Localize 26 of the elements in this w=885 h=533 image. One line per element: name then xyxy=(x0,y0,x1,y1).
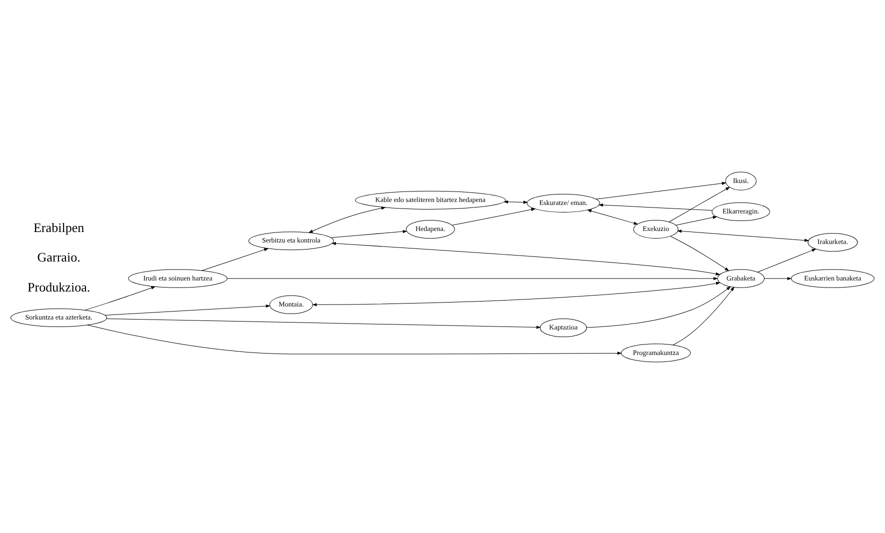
arrow xyxy=(670,235,730,271)
arrow xyxy=(503,200,528,204)
arrow xyxy=(596,181,726,199)
arrow xyxy=(106,318,541,328)
arrow xyxy=(757,248,816,272)
arrow xyxy=(104,304,270,315)
arrow xyxy=(452,208,536,225)
arrow xyxy=(676,215,718,225)
label: Produkzioa. xyxy=(27,278,90,294)
arrow xyxy=(330,229,408,238)
label: Erabilpen xyxy=(33,219,84,234)
arrow xyxy=(312,281,721,306)
arrow xyxy=(598,202,713,210)
arrow xyxy=(84,286,156,310)
arrow xyxy=(764,276,792,280)
arrow xyxy=(668,186,730,222)
label: Garraio. xyxy=(37,249,80,264)
arrow xyxy=(586,286,731,328)
arrow xyxy=(672,286,734,345)
arrow xyxy=(308,206,386,232)
arrow xyxy=(87,324,622,354)
arrow xyxy=(202,248,269,270)
arrow xyxy=(226,276,718,280)
arrow xyxy=(677,229,810,242)
arrow xyxy=(586,208,638,224)
arrow xyxy=(331,241,720,275)
